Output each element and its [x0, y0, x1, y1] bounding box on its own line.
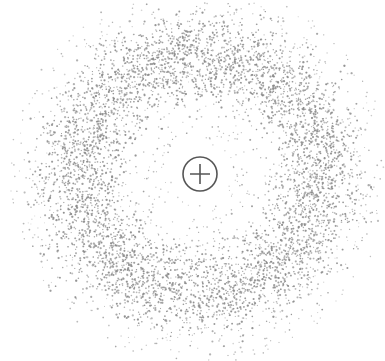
nucleus [183, 157, 217, 191]
